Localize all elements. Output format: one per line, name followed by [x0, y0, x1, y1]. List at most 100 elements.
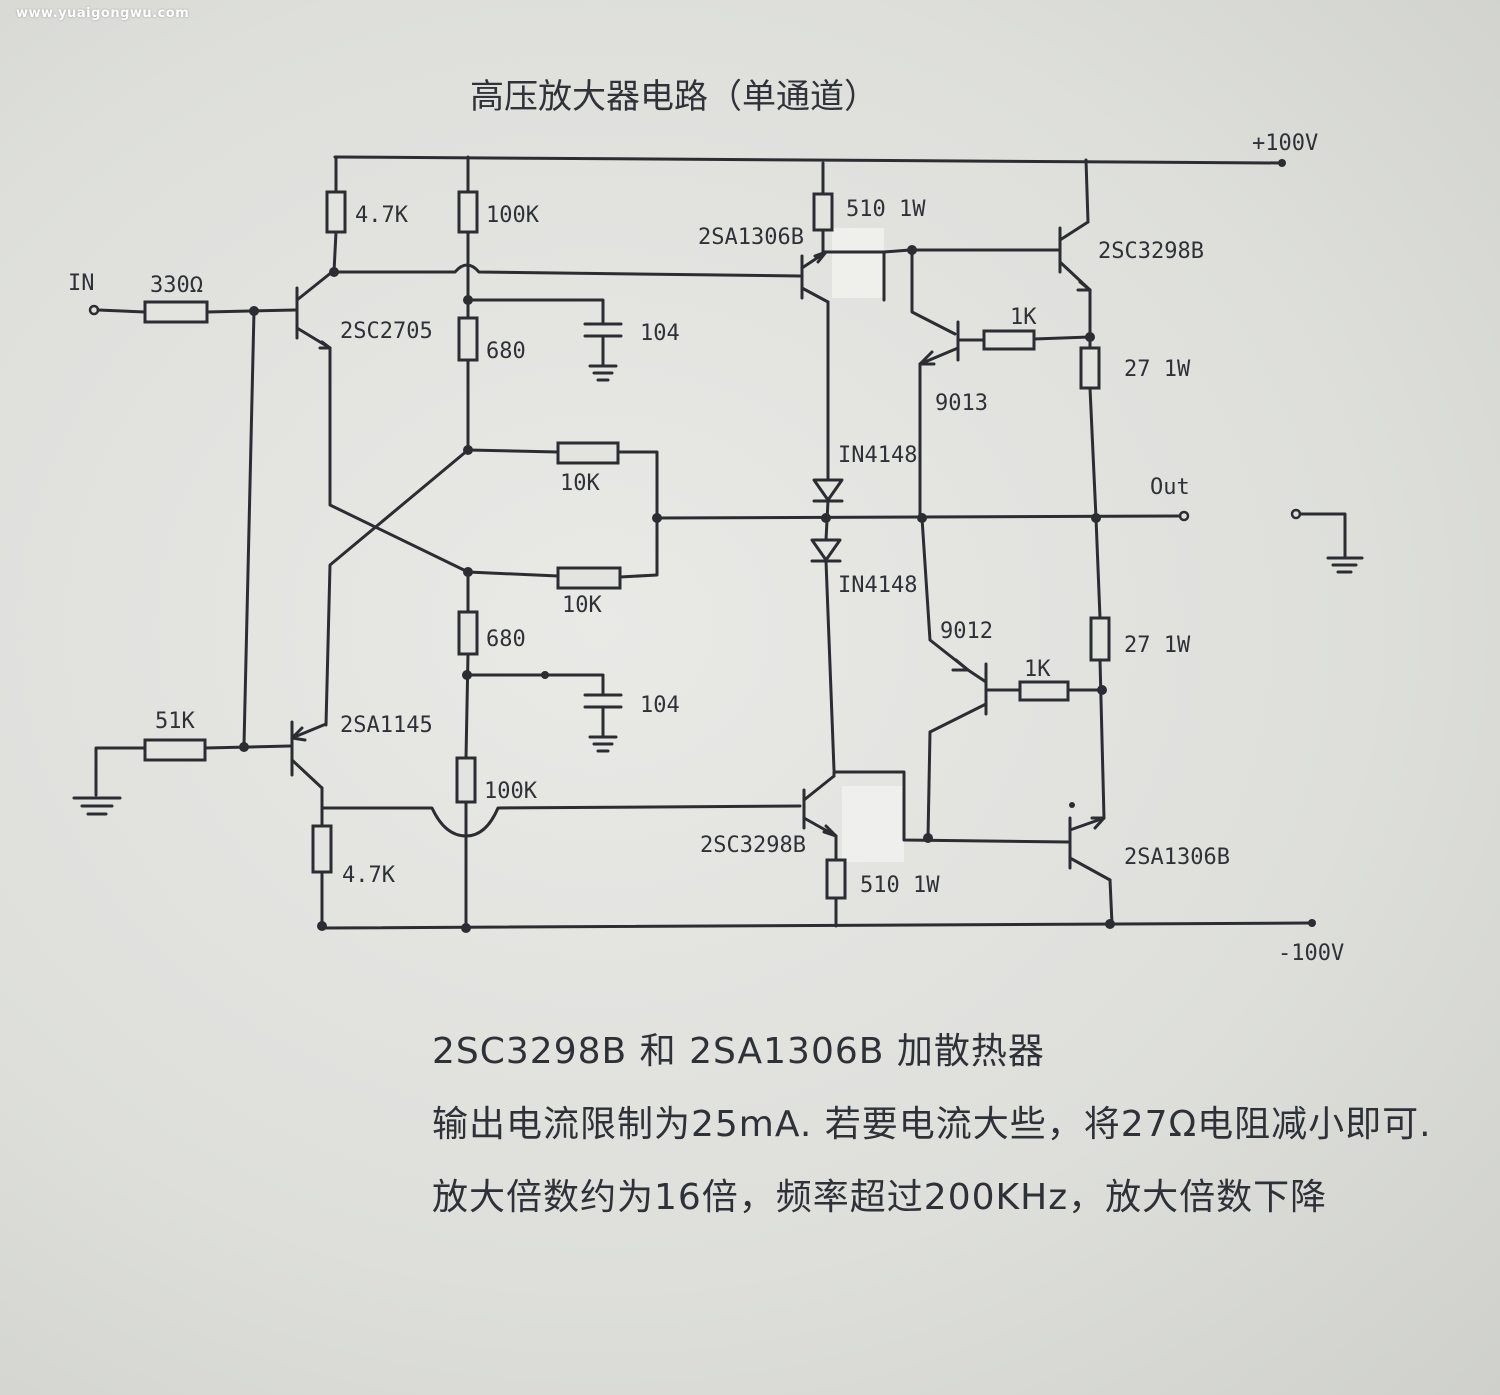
- q5-emitter: [918, 346, 960, 366]
- resistor-10k-a-label: 10K: [560, 471, 600, 496]
- note-heatsink: 2SC3298B 和 2SA1306B 加散热器: [432, 1031, 1045, 1072]
- resistor-51k-label: 51K: [155, 709, 195, 734]
- resistor-10k-b-label: 10K: [562, 593, 602, 618]
- q7-leads: [802, 774, 838, 838]
- positive-rail: [333, 155, 1282, 165]
- stray-mark: [1069, 802, 1075, 808]
- resistor-510-top-label: 510 1W: [846, 197, 926, 222]
- resistor-27-top: [1079, 346, 1101, 390]
- q7-label: 2SC3298B: [700, 833, 806, 858]
- q6-label: 9012: [940, 619, 993, 644]
- resistor-510-bot-label: 510 1W: [860, 873, 940, 898]
- wire-node-cross-q2: [324, 448, 470, 727]
- resistor-100k-top: [457, 190, 479, 234]
- q8-emitter-arrow: [1090, 816, 1106, 830]
- input-label: IN: [68, 271, 95, 296]
- capacitor-104-bot: [583, 693, 623, 709]
- wire-q4-collector: [1084, 158, 1090, 224]
- resistor-1k-top-label: 1K: [1010, 305, 1037, 330]
- wire-input-to-q2-base: [242, 309, 256, 747]
- wire-10k-b: [466, 570, 560, 578]
- q5-label: 9013: [935, 391, 988, 416]
- q6-leads: [928, 668, 988, 734]
- output-terminal: [1178, 510, 1190, 522]
- junction-q2-base: [239, 742, 249, 752]
- wire-out-27-bot: [1094, 516, 1102, 620]
- q1-emitter-arrow: [318, 340, 332, 350]
- wire-output-ground: [1298, 512, 1347, 558]
- wire-q7-collector-q8: [832, 770, 1070, 844]
- resistor-10k-a: [556, 441, 620, 465]
- q2-emitter-arrow: [290, 726, 307, 742]
- wire-10k-a: [466, 448, 560, 454]
- capacitor-104-top-label: 104: [640, 321, 680, 346]
- resistor-510-bot: [825, 858, 847, 900]
- note-gain: 放大倍数约为16倍，频率超过200KHz，放大倍数下降: [432, 1177, 1328, 1218]
- resistor-4k7-bot-label: 4.7K: [342, 863, 396, 888]
- wire-q1-emitter-cross: [328, 346, 470, 574]
- wire-input: [96, 308, 147, 314]
- resistor-100k-bot-label: 100K: [484, 779, 538, 804]
- q1-label: 2SC2705: [340, 319, 433, 344]
- resistor-1k-bot: [1018, 680, 1070, 702]
- wire-feedback-loop: [616, 450, 659, 579]
- wire-680-100k-bot: [464, 652, 470, 760]
- wire-q2-to-q7: [320, 786, 802, 838]
- negative-rail-label: -100V: [1278, 941, 1344, 966]
- capacitor-104-bot-label: 104: [640, 693, 680, 718]
- q1-leads: [295, 270, 334, 350]
- wire-cap-bot: [465, 673, 605, 695]
- positive-rail-label: +100V: [1252, 131, 1318, 156]
- resistor-680-bot-label: 680: [486, 627, 526, 652]
- diode-1: [812, 478, 844, 502]
- wire-q6-emitter: [920, 516, 970, 672]
- resistor-4k7-top-label: 4.7K: [355, 203, 409, 228]
- resistor-680-bot: [457, 610, 479, 656]
- resistor-4k7-bot: [311, 824, 333, 874]
- wire-q1-to-q3: [332, 263, 802, 278]
- output-label: Out: [1150, 475, 1190, 500]
- tape-patch-bottom: [842, 786, 904, 862]
- resistor-1k-top: [982, 329, 1036, 351]
- resistor-510-top: [812, 192, 834, 232]
- q2-label: 2SA1145: [340, 713, 433, 738]
- resistor-330-label: 330Ω: [150, 273, 203, 298]
- watermark: www.yuaigongwu.com: [16, 6, 190, 21]
- ground-51k: [72, 796, 122, 816]
- resistor-27-bot: [1089, 616, 1111, 662]
- resistor-27-top-label: 27 1W: [1124, 357, 1191, 382]
- resistor-51k: [143, 738, 207, 762]
- diode-2: [810, 538, 842, 562]
- tape-patch-top: [832, 228, 884, 298]
- q4-leads: [1058, 220, 1092, 292]
- resistor-27-bot-label: 27 1W: [1124, 633, 1191, 658]
- q3-label: 2SA1306B: [698, 225, 804, 250]
- resistor-1k-bot-label: 1K: [1024, 657, 1051, 682]
- wire-diode-q7: [824, 559, 836, 772]
- ground-output: [1326, 556, 1364, 574]
- negative-rail-terminal: [1308, 919, 1316, 927]
- q4-label: 2SC3298B: [1098, 239, 1204, 264]
- resistor-100k-bot: [455, 756, 477, 804]
- negative-rail: [320, 921, 1312, 930]
- wire-diode-mid: [824, 499, 830, 542]
- diode-2-label: IN4148: [838, 573, 917, 598]
- schematic-title: 高压放大器电路（单通道）: [470, 77, 878, 117]
- wire-27-out: [1088, 386, 1098, 520]
- resistor-330: [143, 300, 209, 324]
- ground-cap-top: [588, 334, 618, 382]
- diode-1-label: IN4148: [838, 443, 917, 468]
- ground-cap-bot: [588, 705, 618, 753]
- capacitor-104-top: [583, 322, 623, 338]
- note-current-limit: 输出电流限制为25mA. 若要电流大些，将27Ω电阻减小即可.: [432, 1104, 1432, 1145]
- junction-rail-4k7: [317, 921, 327, 931]
- wire-4k7-q1: [332, 230, 338, 274]
- wire-27-q8: [1098, 658, 1106, 820]
- wire-q5-collector: [910, 248, 957, 336]
- junction-rail-100k: [461, 923, 471, 933]
- resistor-680-top: [457, 316, 479, 362]
- wire-q6-collector: [926, 730, 932, 840]
- wire-1k-top: [1032, 335, 1092, 341]
- wire-51k-ground: [94, 746, 147, 797]
